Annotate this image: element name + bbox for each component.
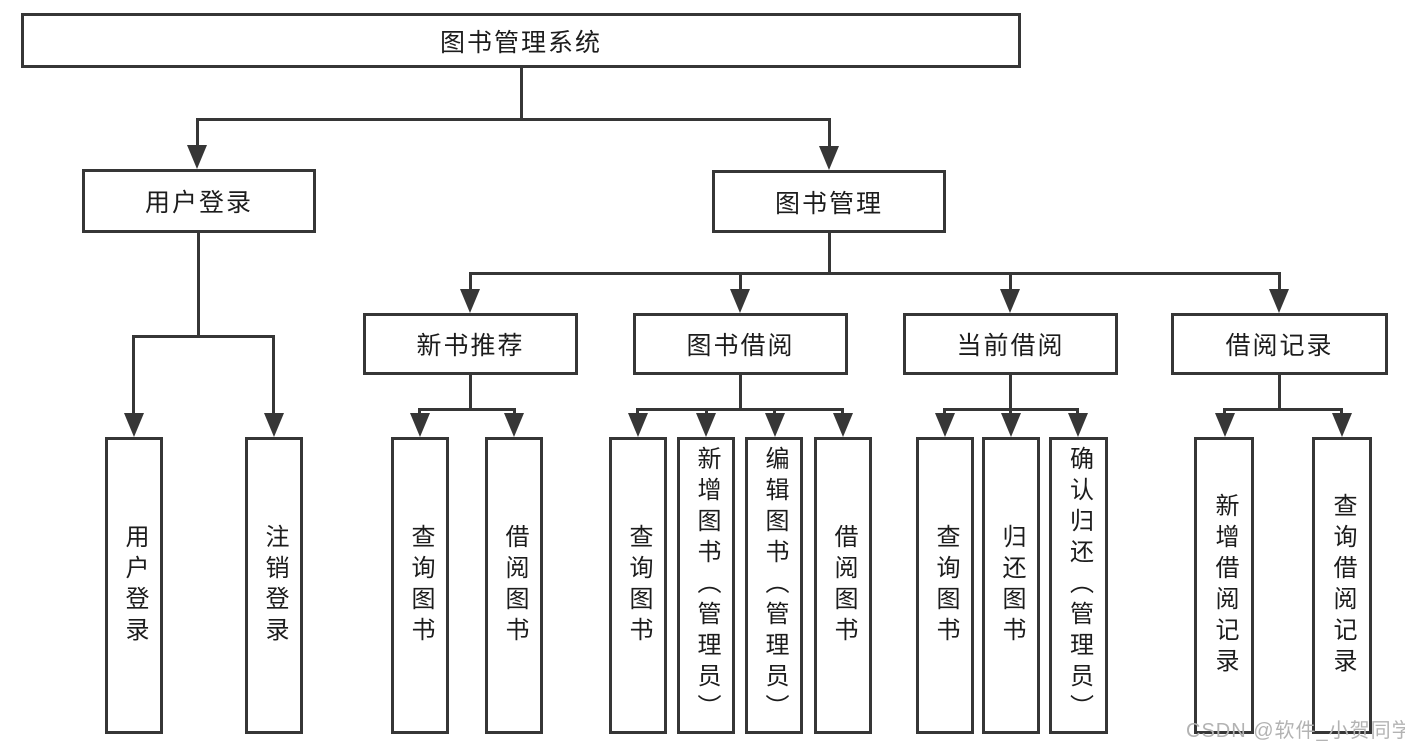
arrow-down-icon [935,413,955,437]
arrow-down-icon [460,289,480,313]
diagram-leaf-confirm-return-admin: 确认归还（管理员） [1049,437,1108,734]
connector-vline [469,375,472,408]
diagram-leaf-add-books-admin: 新增图书（管理员） [677,437,735,734]
arrow-down-icon [264,413,284,437]
diagram-leaf-return-books: 归还图书 [982,437,1040,734]
diagram-leaf-query-borrow-record: 查询借阅记录 [1312,437,1372,734]
diagram-node-user-login: 用户登录 [82,169,316,233]
arrow-down-icon [1000,289,1020,313]
connector-vline [1009,272,1012,302]
connector-hline [196,118,831,121]
diagram-node-borrow-records: 借阅记录 [1171,313,1388,375]
connector-hline [636,408,844,411]
csdn-watermark: CSDN @软件_小贺同学 [1186,720,1405,742]
diagram-node-current-borrow: 当前借阅 [903,313,1118,375]
arrow-down-icon [833,413,853,437]
connector-hline [132,335,275,338]
connector-hline [1223,408,1343,411]
connector-vline [272,335,275,425]
arrow-down-icon [124,413,144,437]
arrow-down-icon [1215,413,1235,437]
diagram-leaf-query-books-current: 查询图书 [916,437,974,734]
arrow-down-icon [1001,413,1021,437]
arrow-down-icon [765,413,785,437]
diagram-node-book-management: 图书管理 [712,170,946,233]
diagram-leaf-logout: 注销登录 [245,437,303,734]
arrow-down-icon [1068,413,1088,437]
arrow-down-icon [187,145,207,169]
connector-vline [132,335,135,425]
connector-vline [197,233,200,335]
connector-vline [520,68,523,120]
diagram-node-root: 图书管理系统 [21,13,1021,68]
arrow-down-icon [410,413,430,437]
arrow-down-icon [504,413,524,437]
arrow-down-icon [1269,289,1289,313]
diagram-leaf-borrow-books: 借阅图书 [814,437,872,734]
arrow-down-icon [1332,413,1352,437]
diagram-leaf-add-borrow-record: 新增借阅记录 [1194,437,1254,734]
arrow-down-icon [696,413,716,437]
diagram-leaf-query-books-borrow: 查询图书 [609,437,667,734]
connector-vline [739,272,742,302]
diagram-leaf-edit-books-admin: 编辑图书（管理员） [745,437,803,734]
connector-vline [469,272,472,302]
connector-vline [1278,375,1281,408]
arrow-down-icon [730,289,750,313]
arrow-down-icon [819,146,839,170]
connector-vline [196,118,199,158]
connector-vline [828,118,831,158]
arrow-down-icon [628,413,648,437]
connector-vline [828,233,831,272]
connector-vline [1278,272,1281,302]
connector-vline [739,375,742,408]
diagram-node-new-book-recommend: 新书推荐 [363,313,578,375]
connector-hline [469,272,1281,275]
diagram-leaf-user-login: 用户登录 [105,437,163,734]
diagram-node-book-borrow: 图书借阅 [633,313,848,375]
diagram-leaf-borrow-books-recommend: 借阅图书 [485,437,543,734]
connector-vline [1009,375,1012,408]
diagram-leaf-query-books-recommend: 查询图书 [391,437,449,734]
connector-hline [418,408,516,411]
